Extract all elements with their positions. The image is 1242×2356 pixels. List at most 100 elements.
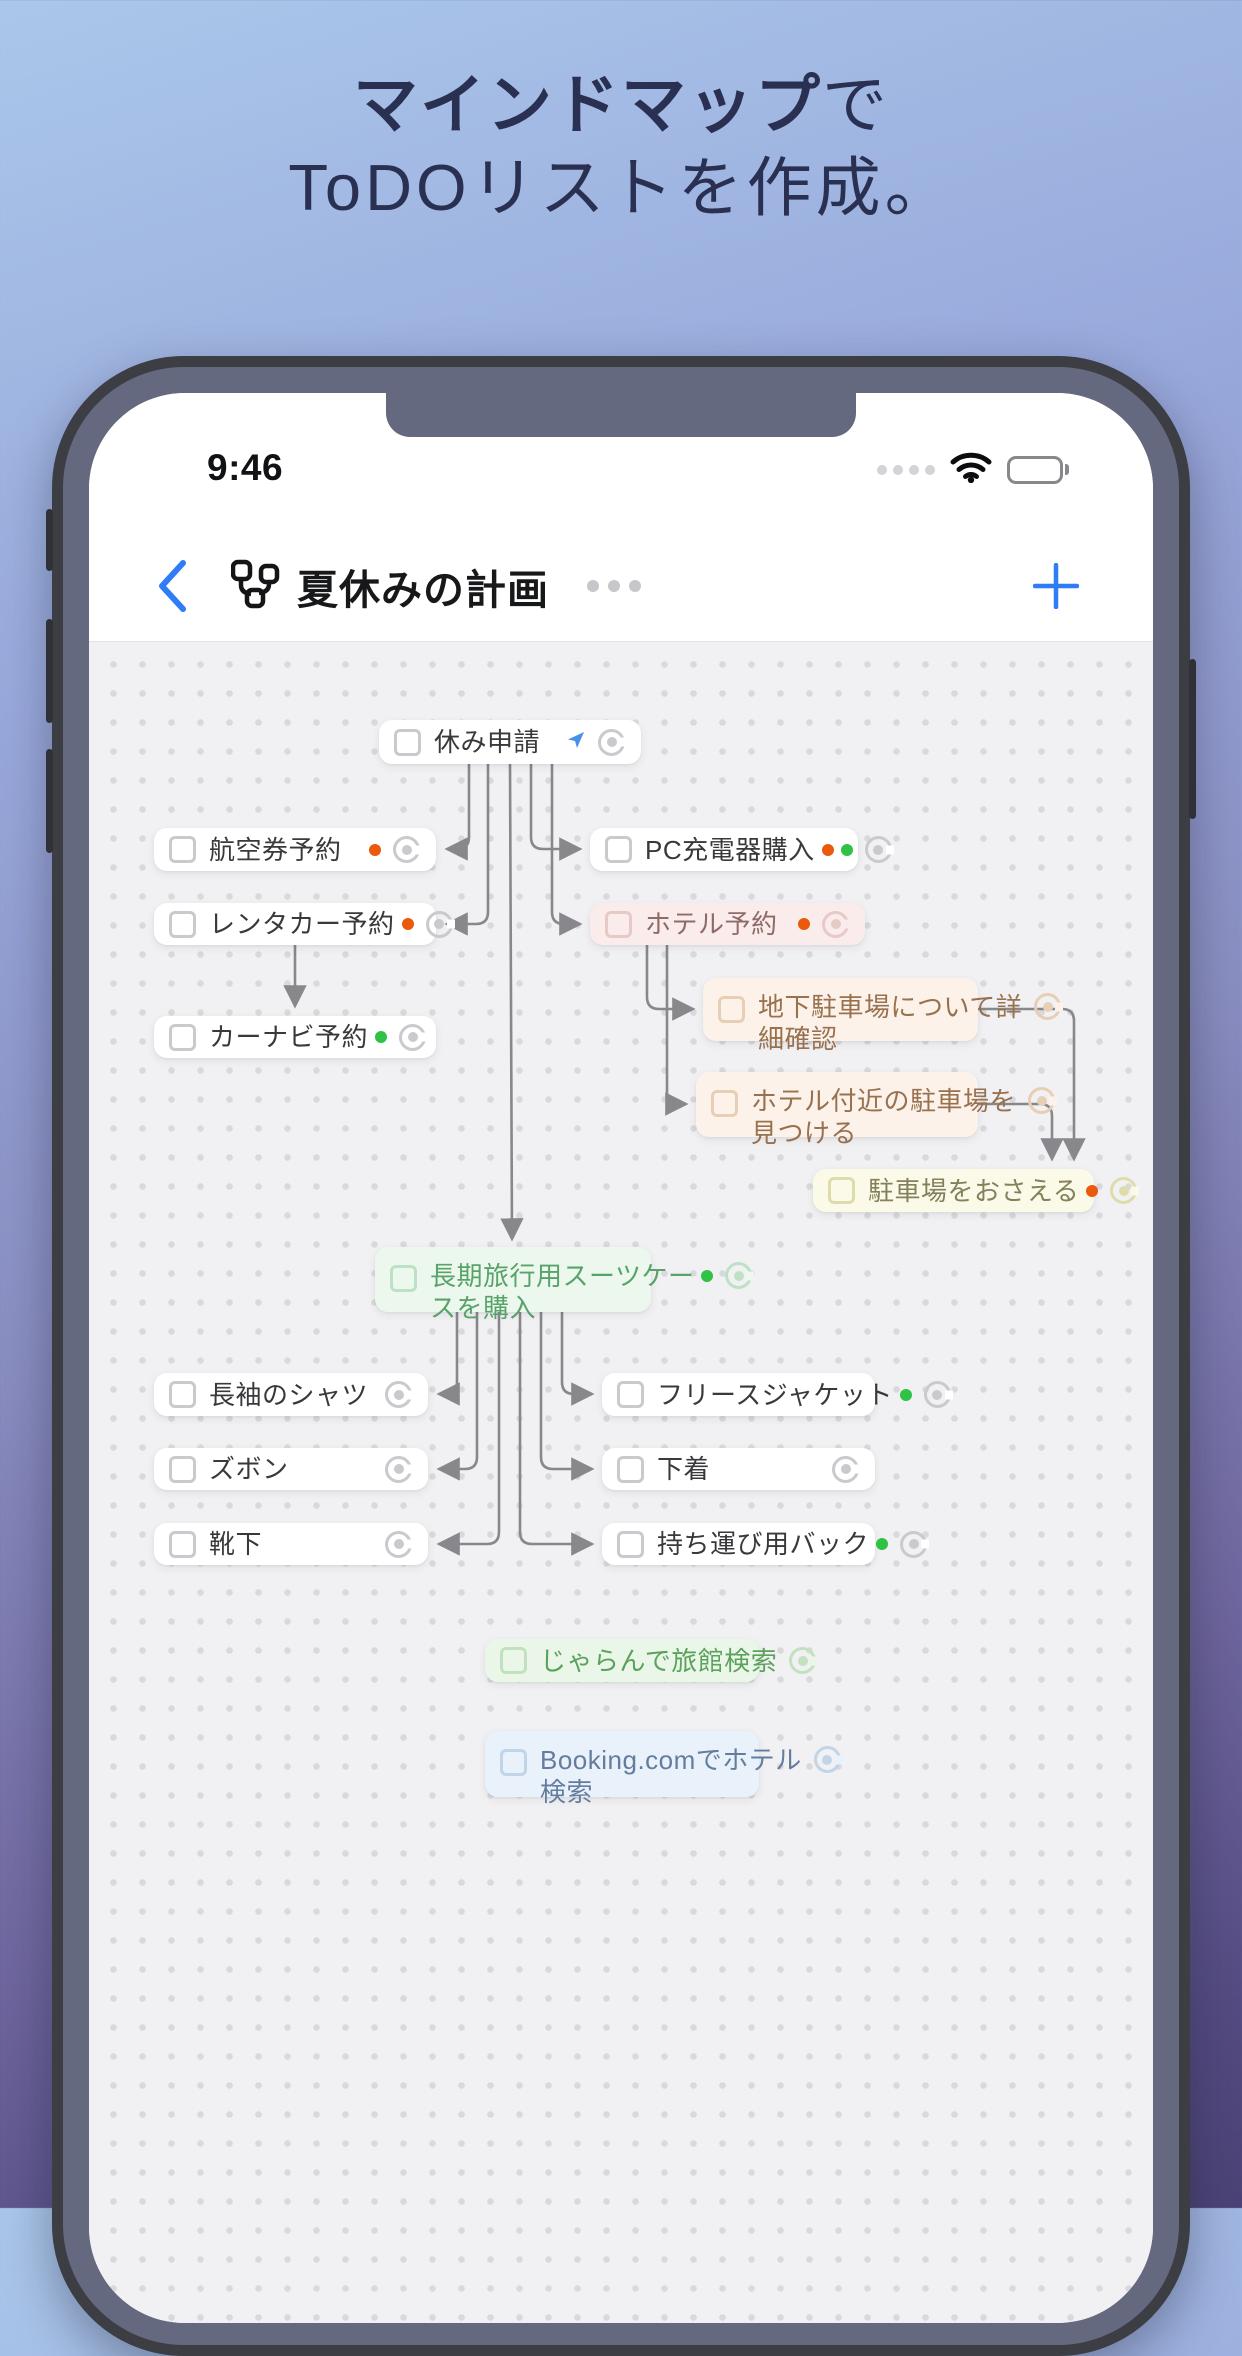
collapse-toggle-icon[interactable]	[923, 1381, 951, 1408]
collapse-toggle-icon[interactable]	[399, 1023, 427, 1051]
task-node-underground-parking[interactable]: 地下駐車場について詳細確認	[703, 978, 1062, 1054]
connector-buy-suitcase-to-long-sleeve-shirt	[436, 1312, 460, 1406]
connector-hotel-booking-to-parking-near-hotel	[665, 945, 689, 1116]
node-label: 長袖のシャツ	[209, 1379, 369, 1410]
status-dot-orange	[369, 843, 381, 856]
task-node-pants[interactable]: ズボン	[154, 1448, 428, 1490]
checkbox[interactable]	[711, 1090, 738, 1117]
task-node-booking-search[interactable]: Booking.comでホテル検索	[485, 1731, 841, 1807]
checkbox[interactable]	[169, 1023, 196, 1051]
status-time: 9:46	[207, 447, 284, 488]
connector-leave-request-to-rentacar-booking	[444, 764, 490, 936]
checkbox[interactable]	[605, 910, 632, 938]
node-label: 駐車場をおさえる	[868, 1175, 1080, 1206]
checkbox[interactable]	[390, 1265, 417, 1292]
connector-leave-request-to-pc-charger	[529, 764, 583, 861]
connector-buy-suitcase-to-carry-bag	[518, 1312, 595, 1556]
task-node-rentacar-booking[interactable]: レンタカー予約	[154, 903, 453, 945]
checkbox[interactable]	[617, 1530, 644, 1558]
checkbox[interactable]	[617, 1381, 644, 1408]
checkbox[interactable]	[500, 1647, 527, 1674]
collapse-toggle-icon[interactable]	[832, 1455, 859, 1483]
node-label: 休み申請	[434, 727, 541, 757]
node-label: 持ち運び用バック	[657, 1529, 870, 1559]
nav-bar: 夏休みの計画	[89, 531, 1153, 641]
connector-leave-request-to-buy-suitcase	[500, 763, 524, 1242]
collapse-toggle-icon[interactable]	[385, 1455, 412, 1483]
checkbox[interactable]	[828, 1177, 855, 1204]
connector-buy-suitcase-to-fleece-jacket	[560, 1312, 595, 1406]
status-dot-orange	[401, 918, 414, 930]
node-label: じゃらんで旅館検索	[540, 1645, 778, 1676]
connector-buy-suitcase-to-pants	[436, 1312, 479, 1481]
node-label: 航空券予約	[209, 834, 342, 865]
collapse-toggle-icon[interactable]	[393, 836, 420, 863]
connector-hotel-booking-to-underground-parking	[645, 945, 696, 1021]
connector-buy-suitcase-to-socks	[436, 1312, 501, 1556]
task-node-carry-bag[interactable]: 持ち運び用バック	[602, 1523, 928, 1565]
phone-screen: 9:46	[89, 393, 1153, 2323]
mindmap-canvas[interactable]: 休み申請航空券予約 PC充電器購入レンタカー予約 ホテル予約地下駐車場について詳細確…	[89, 641, 1153, 2323]
collapse-toggle-icon[interactable]	[598, 728, 625, 756]
connector-buy-suitcase-to-underwear	[539, 1312, 595, 1481]
collapse-toggle-icon[interactable]	[822, 910, 849, 938]
task-node-carnavi-booking[interactable]: カーナビ予約	[154, 1016, 436, 1058]
add-node-button plus-icon[interactable]	[1032, 562, 1080, 610]
collapse-toggle-icon[interactable]	[813, 1746, 841, 1773]
checkbox[interactable]	[605, 836, 632, 863]
task-node-flight-booking[interactable]: 航空券予約	[154, 828, 436, 871]
location-arrow-icon	[566, 730, 586, 755]
collapse-toggle-icon[interactable]	[425, 910, 453, 938]
task-node-parking-near-hotel[interactable]: ホテル付近の駐車場を見つける	[696, 1072, 1056, 1148]
node-label: ホテル予約	[645, 909, 778, 939]
task-node-pc-charger[interactable]: PC充電器購入	[590, 828, 892, 871]
collapse-toggle-icon[interactable]	[385, 1530, 412, 1558]
volume-up-button	[46, 619, 53, 723]
page-title: 夏休みの計画	[297, 567, 549, 613]
checkbox[interactable]	[500, 1749, 527, 1776]
more-button ellipsis-icon[interactable]	[587, 580, 641, 592]
collapse-toggle-icon[interactable]	[725, 1262, 753, 1289]
task-node-reserve-parking[interactable]: 駐車場をおさえる	[813, 1169, 1138, 1212]
status-dot-green	[375, 1031, 388, 1043]
connector-leave-request-to-flight-booking	[444, 764, 471, 861]
collapse-toggle-icon[interactable]	[1034, 993, 1062, 1020]
status-dot-orange	[821, 843, 834, 856]
connector-layer	[283, 763, 1086, 1556]
headline-line2: ToDOリストを作成。	[288, 151, 954, 224]
task-node-underwear[interactable]: 下着	[602, 1448, 875, 1490]
checkbox[interactable]	[394, 728, 421, 756]
status-dot-green	[701, 1270, 714, 1282]
checkbox[interactable]	[718, 996, 745, 1023]
task-node-leave-request[interactable]: 休み申請	[379, 720, 641, 764]
checkbox[interactable]	[169, 836, 196, 863]
back-button chevron-left-icon[interactable]	[155, 558, 195, 614]
task-node-fleece-jacket[interactable]: フリースジャケット	[602, 1373, 951, 1416]
checkbox[interactable]	[169, 1455, 196, 1483]
node-label: Booking.comでホテル検索	[540, 1745, 802, 1807]
mute-switch	[46, 509, 53, 571]
task-node-socks[interactable]: 靴下	[154, 1523, 428, 1565]
node-label: フリースジャケット	[657, 1379, 893, 1410]
node-label: ホテル付近の駐車場を見つける	[751, 1086, 1017, 1148]
task-node-long-sleeve-shirt[interactable]: 長袖のシャツ	[154, 1373, 428, 1416]
node-label: 下着	[657, 1454, 711, 1484]
collapse-toggle-icon[interactable]	[864, 836, 892, 863]
signal-dots-icon	[877, 464, 935, 475]
mindmap-icon	[230, 558, 281, 615]
collapse-toggle-icon[interactable]	[1028, 1087, 1056, 1114]
task-node-jalan-search[interactable]: じゃらんで旅館検索	[485, 1639, 817, 1682]
collapse-toggle-icon[interactable]	[385, 1381, 412, 1408]
status-dot-orange	[1086, 1184, 1099, 1197]
collapse-toggle-icon[interactable]	[1110, 1177, 1138, 1204]
task-node-buy-suitcase[interactable]: 長期旅行用スーツケースを購入	[375, 1247, 753, 1323]
checkbox[interactable]	[169, 1381, 196, 1408]
checkbox[interactable]	[169, 910, 196, 938]
task-node-hotel-booking[interactable]: ホテル予約	[590, 903, 865, 945]
checkbox[interactable]	[617, 1455, 644, 1483]
checkbox[interactable]	[169, 1530, 196, 1558]
node-label: 靴下	[209, 1529, 263, 1559]
phone-frame: 9:46	[46, 356, 1196, 2356]
collapse-toggle-icon[interactable]	[789, 1647, 817, 1674]
collapse-toggle-icon[interactable]	[900, 1530, 928, 1558]
